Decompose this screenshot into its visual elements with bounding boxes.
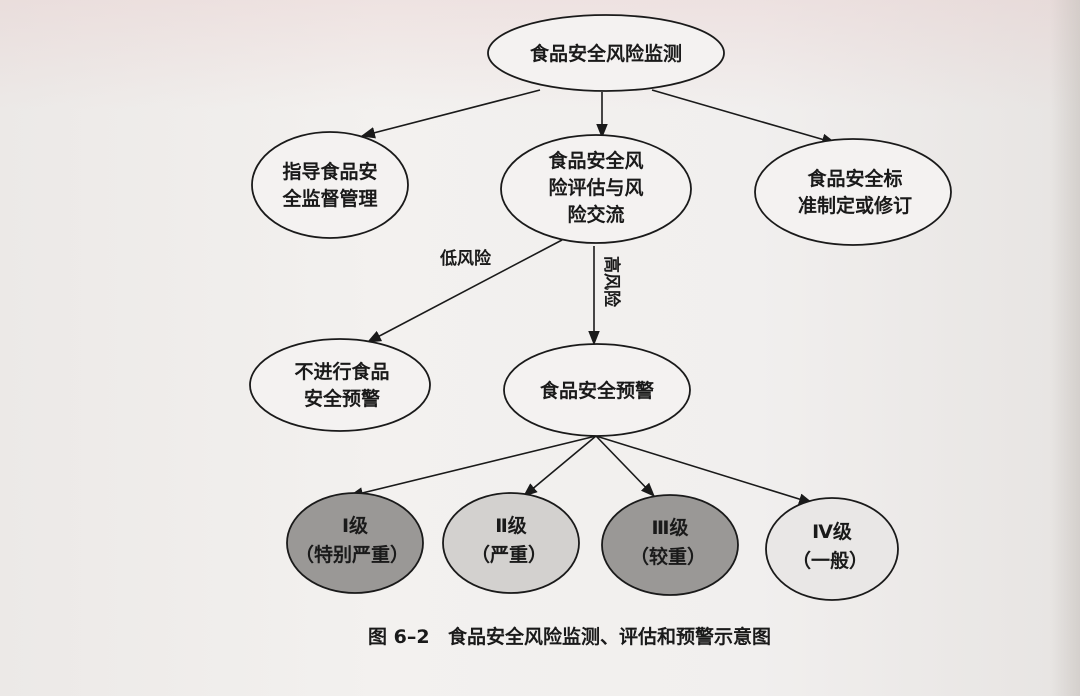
node-assess: 食品安全风 险评估与风 险交流: [500, 134, 692, 244]
node-level-4-label-line-1: Ⅳ级: [812, 520, 852, 543]
node-no-warning-label-line-2: 安全预警: [304, 387, 380, 410]
node-level-4-label-line-2: （一般）: [792, 549, 868, 572]
figure-number: 图 6–2: [368, 626, 430, 648]
edges: [348, 89, 837, 505]
node-assess-label-line-1: 食品安全风: [548, 149, 643, 172]
node-guide-label-line-2: 全监督管理: [281, 187, 377, 210]
node-no-warning-shape: [249, 338, 431, 432]
edge-root-to-guide: [360, 89, 541, 139]
node-no-warning-label-line-1: 不进行食品: [294, 360, 389, 383]
edge-label-low-risk: 低风险: [439, 248, 492, 269]
node-assess-label-line-2: 险评估与风: [548, 176, 643, 199]
node-level-3-shape: [601, 494, 739, 596]
node-level-4: Ⅳ级 （一般）: [765, 497, 899, 601]
node-level-2-shape: [442, 492, 580, 594]
node-assess-shape: [500, 134, 692, 244]
node-assess-label-line-3: 险交流: [567, 203, 624, 226]
edge-assess-to-no-warning: [366, 239, 563, 343]
node-level-3: Ⅲ级 （较重）: [601, 494, 739, 596]
node-level-3-label-line-2: （较重）: [630, 545, 706, 568]
node-guide-shape: [251, 131, 409, 239]
node-root: 食品安全风险监测: [487, 14, 725, 92]
node-standard-shape: [754, 138, 952, 246]
node-warning-label: 食品安全预警: [540, 379, 654, 402]
node-standard-label-line-1: 食品安全标: [807, 167, 902, 190]
node-guide-label-line-1: 指导食品安: [282, 160, 377, 183]
node-level-2-label-line-1: Ⅱ级: [495, 514, 527, 537]
node-level-2-label-line-2: （严重）: [471, 543, 547, 566]
node-warning-shape: [503, 343, 691, 437]
edge-warning-to-level3: [595, 435, 656, 498]
edge-root-to-standard: [651, 89, 837, 145]
node-standard-label-line-2: 准制定或修订: [798, 194, 912, 217]
node-level-1-label-line-1: Ⅰ级: [342, 514, 368, 537]
node-warning: 食品安全预警: [503, 343, 691, 437]
node-no-warning: 不进行食品 安全预警: [249, 338, 431, 432]
node-level-1-label-line-2: （特别严重）: [295, 543, 409, 566]
node-standard: 食品安全标 准制定或修订: [754, 138, 952, 246]
node-level-1-shape: [286, 492, 424, 594]
edge-warning-to-level2: [522, 435, 597, 497]
node-level-2: Ⅱ级 （严重）: [442, 492, 580, 594]
edge-label-high-risk: 高风险: [601, 256, 622, 308]
node-guide: 指导食品安 全监督管理: [251, 131, 409, 239]
node-level-1: Ⅰ级 （特别严重）: [286, 492, 424, 594]
edge-warning-to-level4: [595, 435, 814, 505]
node-root-shape: [487, 14, 725, 92]
node-level-4-shape: [765, 497, 899, 601]
edge-warning-to-level1: [348, 435, 597, 499]
node-level-3-label-line-1: Ⅲ级: [652, 516, 689, 539]
figure-title: 食品安全风险监测、评估和预警示意图: [448, 626, 772, 648]
node-root-label: 食品安全风险监测: [530, 42, 682, 65]
